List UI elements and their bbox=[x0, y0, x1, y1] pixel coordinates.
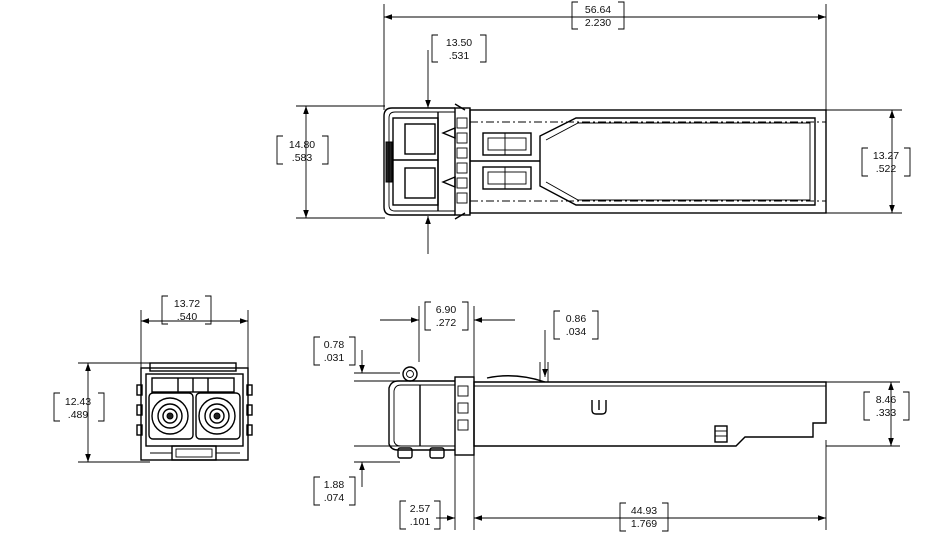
front-width-in: .540 bbox=[177, 311, 198, 323]
front-width-mm: 13.72 bbox=[174, 298, 200, 310]
side-bottom-offset-in: .074 bbox=[324, 492, 345, 504]
side-step-in: .034 bbox=[566, 326, 587, 338]
overall-length-mm: 56.64 bbox=[585, 4, 611, 16]
side-top-offset-mm: 0.78 bbox=[324, 339, 345, 351]
label-overall-length: 56.64 2.230 bbox=[571, 1, 625, 30]
body-width-in: .522 bbox=[876, 163, 897, 175]
label-side-step: 0.86 .034 bbox=[553, 310, 599, 340]
label-front-height: 12.43 .489 bbox=[53, 392, 105, 422]
side-bottom-offset-mm: 1.88 bbox=[324, 479, 345, 491]
side-latch-mm: 6.90 bbox=[436, 304, 457, 316]
label-side-flange: 2.57 .101 bbox=[399, 500, 441, 530]
side-step-mm: 0.86 bbox=[566, 313, 587, 325]
body-width-mm: 13.27 bbox=[873, 150, 899, 162]
label-front-width: 13.72 .540 bbox=[161, 295, 212, 325]
overall-length-in: 2.230 bbox=[585, 17, 611, 29]
side-top-offset-in: .031 bbox=[324, 352, 345, 364]
label-side-height: 8.46 .333 bbox=[863, 391, 910, 421]
bail-width-mm: 14.80 bbox=[289, 139, 315, 151]
latch-offset-mm: 13.50 bbox=[446, 37, 472, 49]
label-body-width: 13.27 .522 bbox=[861, 147, 911, 177]
side-flange-mm: 2.57 bbox=[410, 503, 431, 515]
top-view bbox=[296, 4, 902, 254]
bail-width-in: .583 bbox=[292, 152, 313, 164]
label-bail-width: 14.80 .583 bbox=[276, 135, 329, 165]
side-flange-in: .101 bbox=[410, 516, 431, 528]
side-body-length-mm: 44.93 bbox=[631, 505, 657, 517]
label-latch-offset: 13.50 .531 bbox=[431, 34, 487, 63]
label-side-body-length: 44.93 1.769 bbox=[619, 502, 669, 532]
front-height-in: .489 bbox=[68, 409, 89, 421]
front-view bbox=[78, 310, 253, 463]
side-height-in: .333 bbox=[876, 407, 897, 419]
label-side-bottom-offset: 1.88 .074 bbox=[313, 476, 356, 506]
side-view bbox=[354, 306, 900, 530]
label-side-latch: 6.90 .272 bbox=[424, 301, 469, 331]
side-height-mm: 8.46 bbox=[876, 394, 897, 406]
front-height-mm: 12.43 bbox=[65, 396, 91, 408]
side-body-length-in: 1.769 bbox=[631, 518, 657, 530]
side-latch-in: .272 bbox=[436, 317, 457, 329]
label-side-top-offset: 0.78 .031 bbox=[313, 336, 356, 366]
latch-offset-in: .531 bbox=[449, 50, 470, 62]
